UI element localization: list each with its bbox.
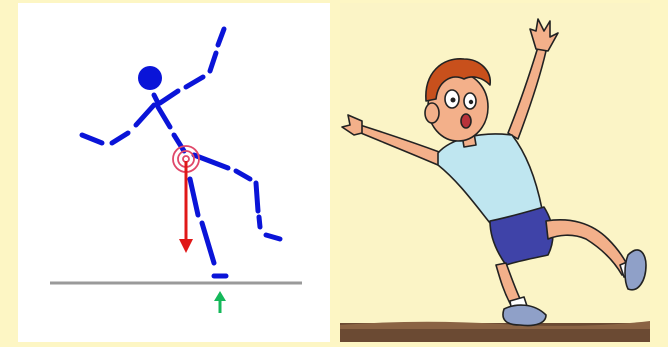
- boy-right-arm: [507, 46, 547, 140]
- stick-figure-upper-arm-raised-a: [157, 88, 181, 106]
- stick-figure-thigh-standing: [187, 176, 201, 218]
- boy-mouth: [460, 113, 472, 129]
- stick-figure-head: [138, 66, 162, 90]
- boy-raised-leg: [545, 219, 631, 276]
- stick-figure-foot-raised: [263, 232, 283, 242]
- stick-figure-diagram: [50, 26, 302, 313]
- stick-figure-shin-raised: [253, 180, 261, 214]
- stick-figure-upper-arm-raised-b: [183, 74, 206, 90]
- stick-figure-upper-arm-left: [133, 102, 157, 128]
- boy-shorts: [489, 206, 554, 266]
- boy-shirt: [437, 133, 543, 224]
- stick-figure-shin-raised-b: [256, 214, 263, 230]
- stick-figure-thigh-raised-b: [233, 168, 253, 182]
- boy-raised-shoe: [624, 249, 647, 291]
- boy-left-arm: [355, 124, 443, 166]
- support-force-arrow-up: [214, 291, 226, 313]
- cartoon-boy-losing-balance: [340, 18, 650, 342]
- stick-figure-torso-a: [155, 104, 173, 130]
- stick-figure-forearm-left-a: [109, 130, 131, 146]
- boy-right-hand: [529, 18, 559, 52]
- boy-hair: [425, 58, 491, 102]
- stick-figure-forearm-left-b: [79, 132, 105, 146]
- boy-left-hand: [341, 114, 363, 136]
- stick-figure-torso-b: [171, 132, 187, 154]
- gravity-arrow-down: [179, 161, 193, 253]
- boy-ear: [424, 102, 440, 124]
- stick-figure-shin-standing: [199, 220, 217, 266]
- boy-standing-shoe: [502, 304, 547, 327]
- cartoon-illustration-panel: [340, 3, 650, 342]
- stick-figure-forearm-raised-b: [215, 26, 227, 48]
- stick-figure-neck: [151, 92, 161, 106]
- boy-figure: [341, 18, 647, 327]
- stick-figure-diagram-panel: [18, 3, 330, 342]
- stick-figure-forearm-raised-a: [207, 50, 219, 74]
